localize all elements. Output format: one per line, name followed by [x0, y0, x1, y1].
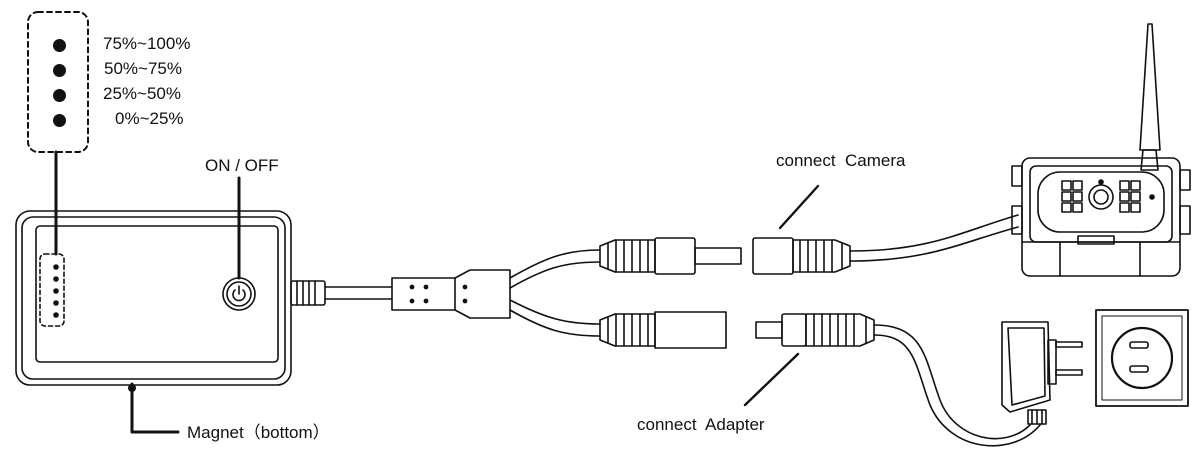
- wireless-camera-icon: [1011, 23, 1191, 277]
- legend-item: 0%~25%: [50, 109, 220, 131]
- legend-item: 25%~50%: [50, 84, 220, 106]
- wall-outlet-icon: [1095, 309, 1189, 407]
- legend-label: 0%~25%: [115, 109, 184, 128]
- legend-label: 25%~50%: [103, 84, 181, 103]
- connect-adapter-label: connect Adapter: [637, 415, 765, 434]
- legend-label: 50%~75%: [104, 59, 182, 78]
- connect-camera-label: connect Camera: [776, 151, 906, 170]
- magnet-leader-line: [130, 382, 180, 434]
- legend-item: 75%~100%: [50, 34, 220, 56]
- on-off-label: ON / OFF: [205, 156, 279, 175]
- power-button-icon: [222, 277, 256, 311]
- legend-dot-icon: [53, 89, 66, 102]
- camera-leader-line: [778, 184, 820, 230]
- adapter-plug: [755, 313, 1041, 447]
- legend-dot-icon: [53, 39, 66, 52]
- cable-strain-relief: [290, 280, 326, 306]
- legend-dot-icon: [53, 64, 66, 77]
- power-adapter-icon: [1001, 321, 1083, 425]
- lower-branch-connector: [599, 311, 727, 349]
- camera-plug: [752, 214, 1019, 275]
- legend-box: [27, 11, 89, 153]
- legend-dot-icon: [53, 114, 66, 127]
- adapter-leader-line: [743, 352, 800, 407]
- legend-item: 50%~75%: [50, 59, 220, 81]
- legend-label: 75%~100%: [103, 34, 191, 53]
- upper-branch-connector: [599, 237, 742, 275]
- y-splitter: [391, 269, 511, 319]
- magnet-label: Magnet（bottom）: [187, 423, 330, 442]
